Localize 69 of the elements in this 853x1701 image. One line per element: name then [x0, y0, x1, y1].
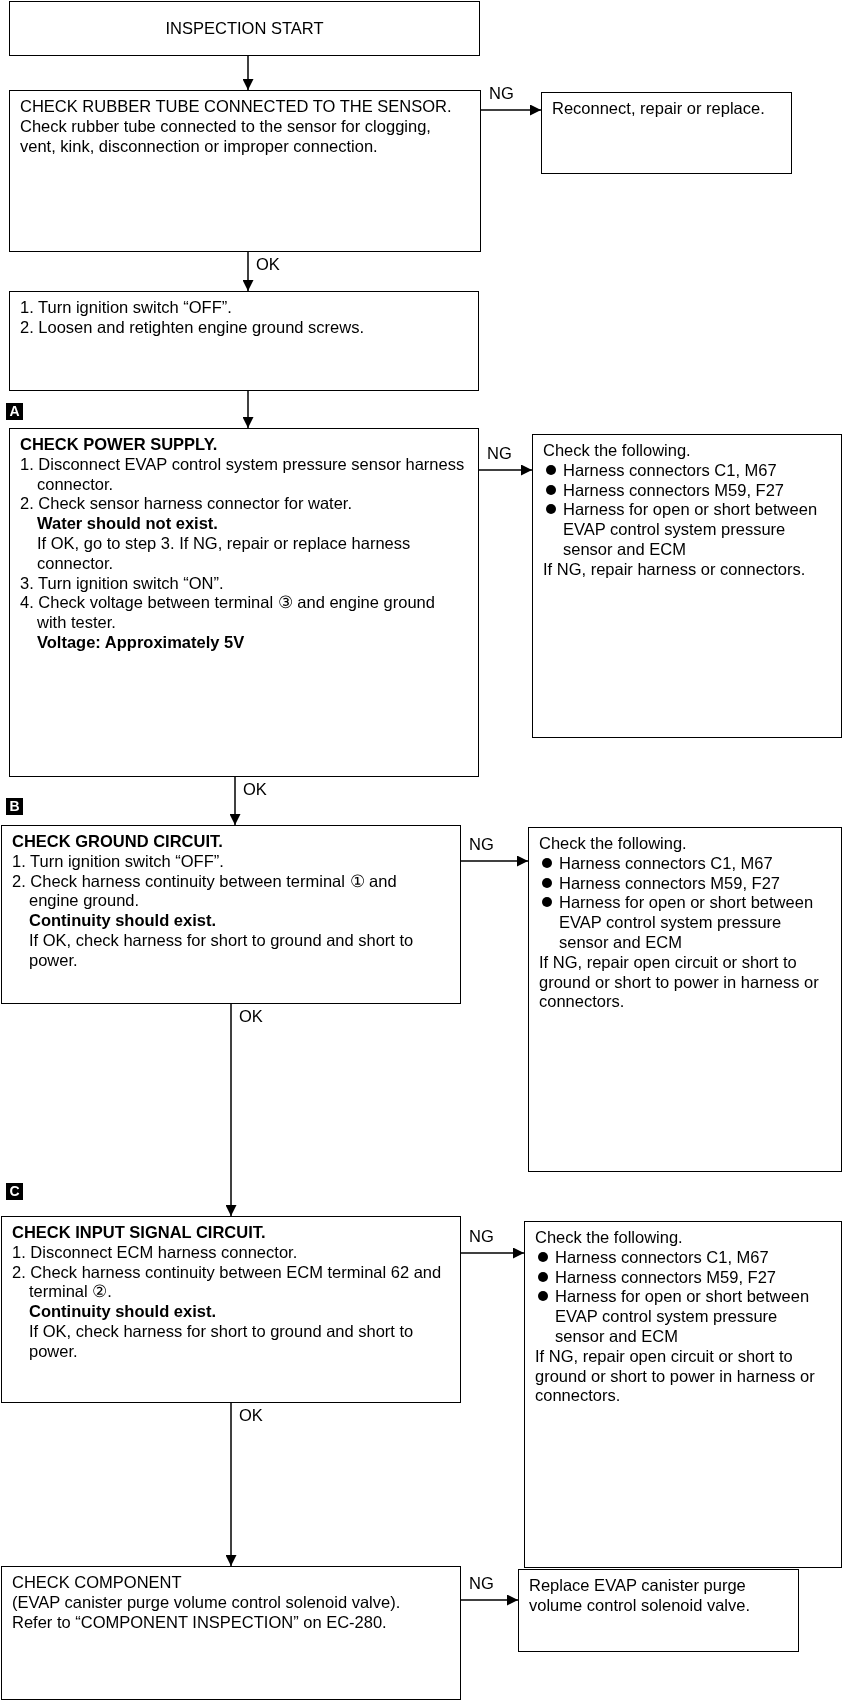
box-text: 1. Disconnect EVAP control system pressure sensor harness connector.: [20, 454, 466, 495]
process-box: [541, 92, 792, 174]
box-text: Harness connectors M59, F27: [563, 480, 831, 501]
box-text: Water should not exist.: [36, 514, 219, 534]
box-text: INSPECTION START: [165, 18, 324, 39]
box-text: 1. Disconnect ECM harness connector.: [12, 1242, 299, 1263]
box-text: Harness connectors C1, M67: [563, 460, 831, 481]
box-text: If OK, go to step 3. If NG, repair or replace harness connector.: [36, 534, 412, 574]
box-text: Continuity should exist.: [28, 911, 217, 931]
box-text: CHECK POWER SUPPLY.: [20, 435, 219, 455]
box-text: Refer to “COMPONENT INSPECTION” on EC-280.: [12, 1612, 388, 1633]
arrow: [242, 251, 254, 292]
process-box: [518, 1569, 799, 1652]
box-text: Check the following.: [539, 834, 688, 854]
arrow: [225, 1003, 237, 1217]
box-text: Harness connectors C1, M67: [555, 1247, 831, 1268]
box-text: If NG, repair harness or connectors.: [543, 559, 807, 580]
box-text: Check the following.: [535, 1228, 684, 1248]
box-text: CHECK RUBBER TUBE CONNECTED TO THE SENSOR.: [20, 97, 453, 117]
box-text: CHECK INPUT SIGNAL CIRCUIT.: [12, 1223, 267, 1243]
process-box: [9, 90, 481, 252]
box-text: If NG, repair open circuit or short to ground or short to power in harness or connectors.: [539, 952, 820, 1013]
box-text: Harness connectors M59, F27: [559, 873, 831, 894]
box-text: If OK, check harness for short to ground and short to power.: [28, 1322, 415, 1362]
box-text: 1. Turn ignition switch “OFF”.: [20, 298, 233, 318]
process-box: [532, 434, 842, 738]
box-text: 3. Turn ignition switch “ON”.: [20, 573, 225, 594]
arrow: [460, 1247, 525, 1259]
arrow: [225, 1402, 237, 1567]
process-box: [9, 291, 479, 391]
box-text: 2. Check harness continuity between terminal ① and engine ground.: [12, 871, 398, 912]
box-text: Replace EVAP canister purge volume control solenoid valve.: [529, 1576, 752, 1616]
box-text: Harness connectors C1, M67: [559, 853, 831, 874]
box-text: (EVAP canister purge volume control solenoid valve).: [12, 1592, 402, 1613]
box-text: 1. Turn ignition switch “OFF”.: [12, 851, 225, 872]
box-text: Harness for open or short between EVAP control system pressure sensor and ECM: [563, 500, 831, 560]
process-box: [1, 825, 461, 1004]
process-box: [1, 1566, 461, 1700]
arrow: [229, 776, 241, 826]
box-text: 2. Loosen and retighten engine ground screws.: [20, 317, 365, 338]
box-text: Harness for open or short between EVAP control system pressure sensor and ECM: [559, 893, 831, 953]
box-text: CHECK COMPONENT: [12, 1573, 183, 1593]
box-text: Continuity should exist.: [28, 1302, 217, 1322]
box-text: If OK, check harness for short to ground and short to power.: [28, 931, 415, 971]
arrow: [242, 390, 254, 429]
box-text: If NG, repair open circuit or short to ground or short to power in harness or connectors.: [535, 1346, 816, 1407]
box-text: Harness connectors M59, F27: [555, 1267, 831, 1288]
box-text: CHECK GROUND CIRCUIT.: [12, 832, 224, 852]
box-text: Check rubber tube connected to the sensor for clogging, vent, kink, disconnection or improper connection.: [20, 116, 432, 157]
arrow: [478, 464, 533, 476]
step-marker: A: [6, 403, 23, 420]
process-box: [9, 428, 479, 777]
process-box: [1, 1216, 461, 1403]
process-box: [524, 1221, 842, 1568]
arrow: [460, 855, 529, 867]
box-text: Harness for open or short between EVAP control system pressure sensor and ECM: [555, 1287, 831, 1347]
process-box: [528, 827, 842, 1172]
box-text: Check the following.: [543, 441, 692, 461]
box-text: 4. Check voltage between terminal ③ and engine ground with tester.: [20, 593, 436, 633]
step-marker: C: [6, 1183, 23, 1200]
box-text: Voltage: Approximately 5V: [36, 632, 246, 653]
box-text: Reconnect, repair or replace.: [552, 99, 766, 119]
step-marker: B: [6, 798, 23, 815]
box-text: 2. Check sensor harness connector for water.: [20, 494, 353, 515]
arrow: [460, 1594, 519, 1606]
arrow: [480, 104, 542, 116]
arrow: [242, 55, 254, 91]
process-box: [9, 1, 480, 56]
box-text: 2. Check harness continuity between ECM terminal 62 and terminal ②.: [12, 1262, 443, 1303]
